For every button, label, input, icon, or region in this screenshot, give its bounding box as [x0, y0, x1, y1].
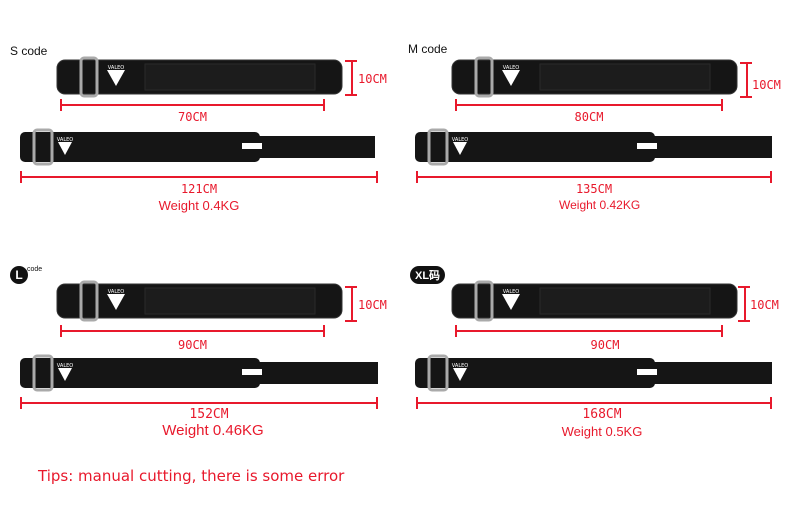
- dim-tick: [345, 60, 357, 62]
- dim-tick: [770, 397, 772, 409]
- dim-tick: [455, 99, 457, 111]
- dim-tick: [345, 94, 357, 96]
- dim-tick: [20, 171, 22, 183]
- svg-text:VALEO: VALEO: [503, 65, 519, 71]
- tips-note: Tips: manual cutting, there is some erro…: [38, 467, 345, 485]
- long-dimension-label: 152CM: [189, 407, 229, 422]
- short-dimension-label: 70CM: [178, 110, 207, 124]
- weight-label: Weight 0.46KG: [162, 422, 264, 439]
- size-code-badge: L code: [10, 266, 44, 284]
- short-dimension-line: [60, 330, 325, 332]
- dim-tick: [323, 99, 325, 111]
- dim-tick: [740, 62, 752, 64]
- long-dimension-label: 135CM: [575, 182, 613, 196]
- dim-tick: [416, 397, 418, 409]
- belt-short-image: VALEO: [451, 56, 738, 98]
- width-dimension: 10CM: [358, 298, 387, 312]
- dim-tick: [721, 325, 723, 337]
- dim-tick: [738, 320, 750, 322]
- dim-tick: [351, 60, 353, 96]
- dim-tick: [744, 286, 746, 322]
- size-letter: L: [10, 266, 28, 284]
- dim-tick: [60, 99, 62, 111]
- weight-label: Weight 0.4KG: [158, 198, 240, 213]
- svg-text:VALEO: VALEO: [57, 363, 73, 369]
- svg-text:VALEO: VALEO: [503, 289, 519, 295]
- long-dimension-label: 121CM: [180, 182, 218, 196]
- belt-short-image: VALEO: [56, 56, 343, 98]
- short-dimension-label: 80CM: [574, 110, 604, 124]
- belt-long-image: VALEO: [415, 354, 772, 392]
- size-code-badge: XL码: [410, 266, 446, 284]
- svg-text:VALEO: VALEO: [108, 289, 124, 295]
- dim-tick: [455, 325, 457, 337]
- width-dimension: 10CM: [752, 78, 781, 92]
- dim-tick: [376, 171, 378, 183]
- long-dimension-line: [20, 402, 378, 404]
- belt-short-image: VALEO: [56, 280, 343, 322]
- dim-tick: [721, 99, 723, 111]
- dim-tick: [738, 286, 750, 288]
- weight-label: Weight 0.5KG: [561, 424, 643, 439]
- size-code-label: M code: [408, 42, 448, 56]
- short-dimension-line: [455, 330, 723, 332]
- dim-tick: [60, 325, 62, 337]
- long-dimension-line: [416, 176, 772, 178]
- svg-text:VALEO: VALEO: [57, 137, 73, 143]
- short-dimension-label: 90CM: [178, 338, 207, 352]
- dim-tick: [416, 171, 418, 183]
- dim-tick: [770, 171, 772, 183]
- dim-tick: [376, 397, 378, 409]
- long-dimension-line: [416, 402, 772, 404]
- belt-long-image: VALEO: [20, 354, 378, 392]
- dim-tick: [740, 96, 752, 98]
- weight-label: Weight 0.42KG: [559, 198, 641, 212]
- belt-long-image: VALEO: [20, 128, 375, 166]
- short-dimension-line: [60, 104, 325, 106]
- dim-tick: [345, 286, 357, 288]
- dim-tick: [323, 325, 325, 337]
- svg-text:VALEO: VALEO: [452, 137, 468, 143]
- long-dimension-label: 168CM: [582, 407, 622, 422]
- dim-tick: [20, 397, 22, 409]
- short-dimension-label: 90CM: [590, 338, 620, 352]
- width-dimension: 10CM: [750, 298, 779, 312]
- width-dimension: 10CM: [358, 72, 387, 86]
- svg-text:VALEO: VALEO: [452, 363, 468, 369]
- size-code-label: S code: [10, 44, 48, 58]
- belt-short-image: VALEO: [451, 280, 738, 322]
- dim-tick: [345, 320, 357, 322]
- size-code-sub: code: [27, 266, 43, 273]
- belt-long-image: VALEO: [415, 128, 772, 166]
- svg-text:VALEO: VALEO: [108, 65, 124, 71]
- long-dimension-line: [20, 176, 378, 178]
- short-dimension-line: [455, 104, 723, 106]
- dim-tick: [351, 286, 353, 322]
- dim-tick: [746, 62, 748, 98]
